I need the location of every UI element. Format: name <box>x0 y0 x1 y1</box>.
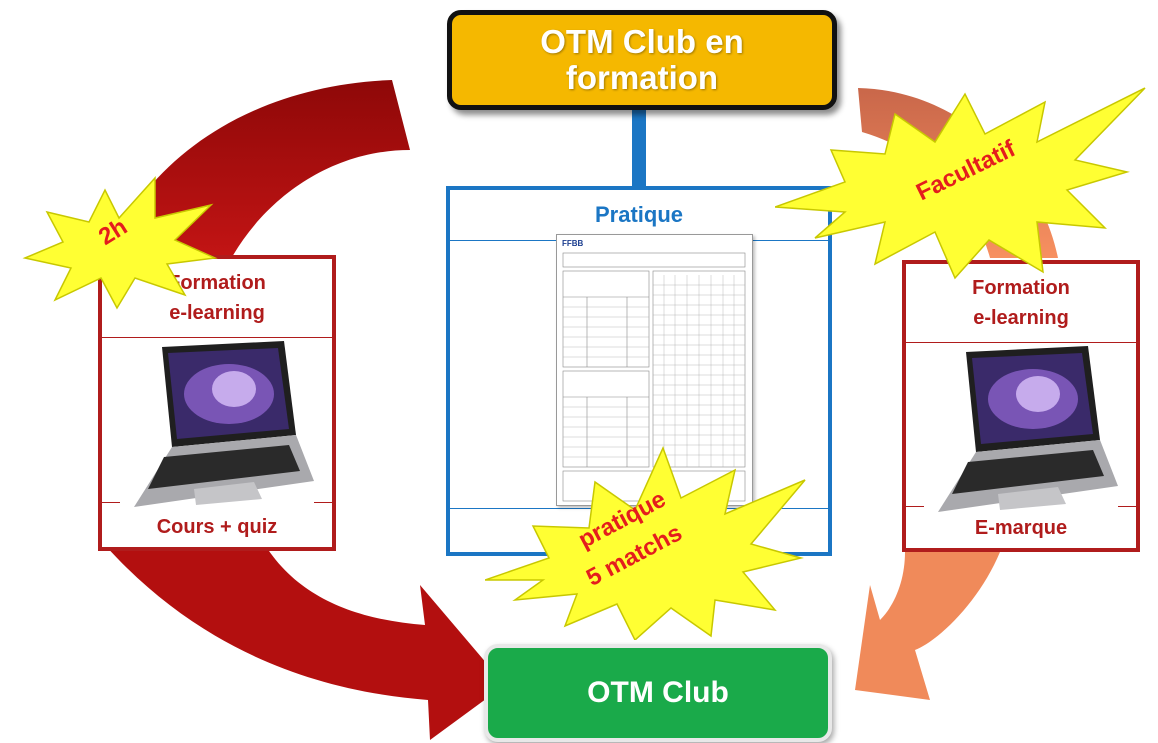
otm-club-formation-label: OTM Club en formation <box>540 23 744 96</box>
left-panel-divider-top <box>102 337 332 338</box>
right-panel-divider-top <box>906 342 1136 343</box>
laptop-icon <box>938 346 1118 512</box>
right-panel-title-1: Formation <box>972 277 1070 299</box>
left-elearning-panel: Formation e-learning Cours + quiz <box>98 255 336 551</box>
pratique-divider-top-right <box>752 240 828 241</box>
left-panel-footer: Cours + quiz <box>156 516 278 538</box>
right-arrow-lower <box>855 552 1000 700</box>
right-panel-header: Formation e-learning <box>906 264 1136 342</box>
otm-club-label: OTM Club <box>587 676 729 709</box>
left-panel-header: Formation e-learning <box>102 259 332 337</box>
right-panel-divider-left <box>906 506 924 507</box>
score-sheet-grid <box>562 252 746 502</box>
left-panel-divider-right <box>314 502 332 503</box>
starburst-pratique <box>485 446 806 640</box>
left-panel-divider-left <box>102 502 120 503</box>
ffbb-logo: FFBB <box>562 239 584 248</box>
right-elearning-panel: Formation e-learning E-marque <box>902 260 1140 552</box>
otm-club-box: OTM Club <box>484 644 832 742</box>
starburst-2h <box>22 176 218 310</box>
pratique-divider-top-left <box>450 240 556 241</box>
starburst-facultatif <box>775 87 1146 280</box>
right-panel-footer: E-marque <box>974 517 1068 539</box>
laptop-icon <box>134 341 314 507</box>
otm-club-formation-box: OTM Club en formation <box>447 10 837 110</box>
right-panel-title-2: e-learning <box>973 307 1069 329</box>
pratique-panel: Pratique FFBB <box>446 186 832 556</box>
score-sheet-image: FFBB <box>556 234 753 506</box>
right-panel-divider-right <box>1118 506 1136 507</box>
pratique-title: Pratique <box>594 202 684 227</box>
left-panel-title-2: e-learning <box>169 302 265 324</box>
left-panel-title-1: Formation <box>168 272 266 294</box>
center-arrow-shaft-top <box>632 100 646 190</box>
left-arrow-lower <box>105 545 505 740</box>
